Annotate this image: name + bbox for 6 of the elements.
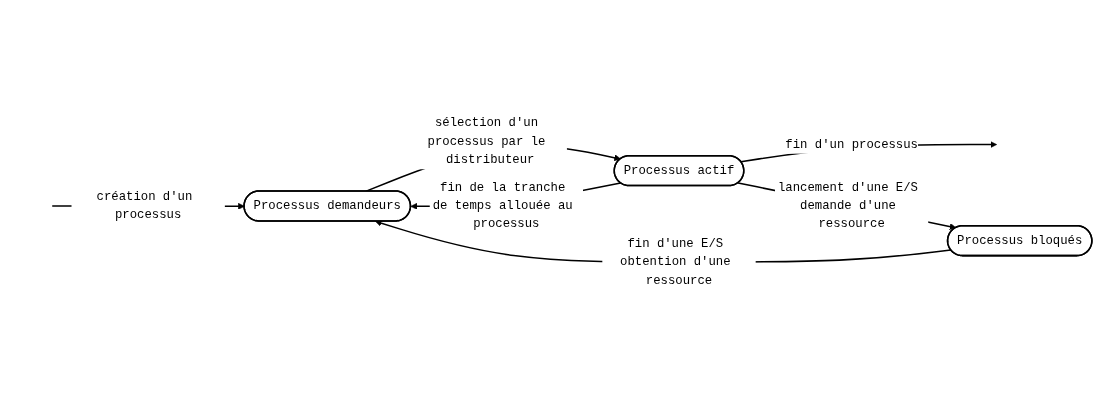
edge-label: fin d'un processus	[785, 137, 918, 151]
edge-label: fin de la tranche de temps allouée au processus	[432, 180, 573, 231]
edge-label: création d'un processus	[96, 189, 193, 222]
edge-label: fin d'une E/S obtention d'une ressource	[620, 236, 731, 288]
edge-label: sélection d'un processus par le distributeur	[427, 115, 546, 167]
edge-label: lancement d'une E/S demande d'une ressource	[777, 180, 918, 231]
